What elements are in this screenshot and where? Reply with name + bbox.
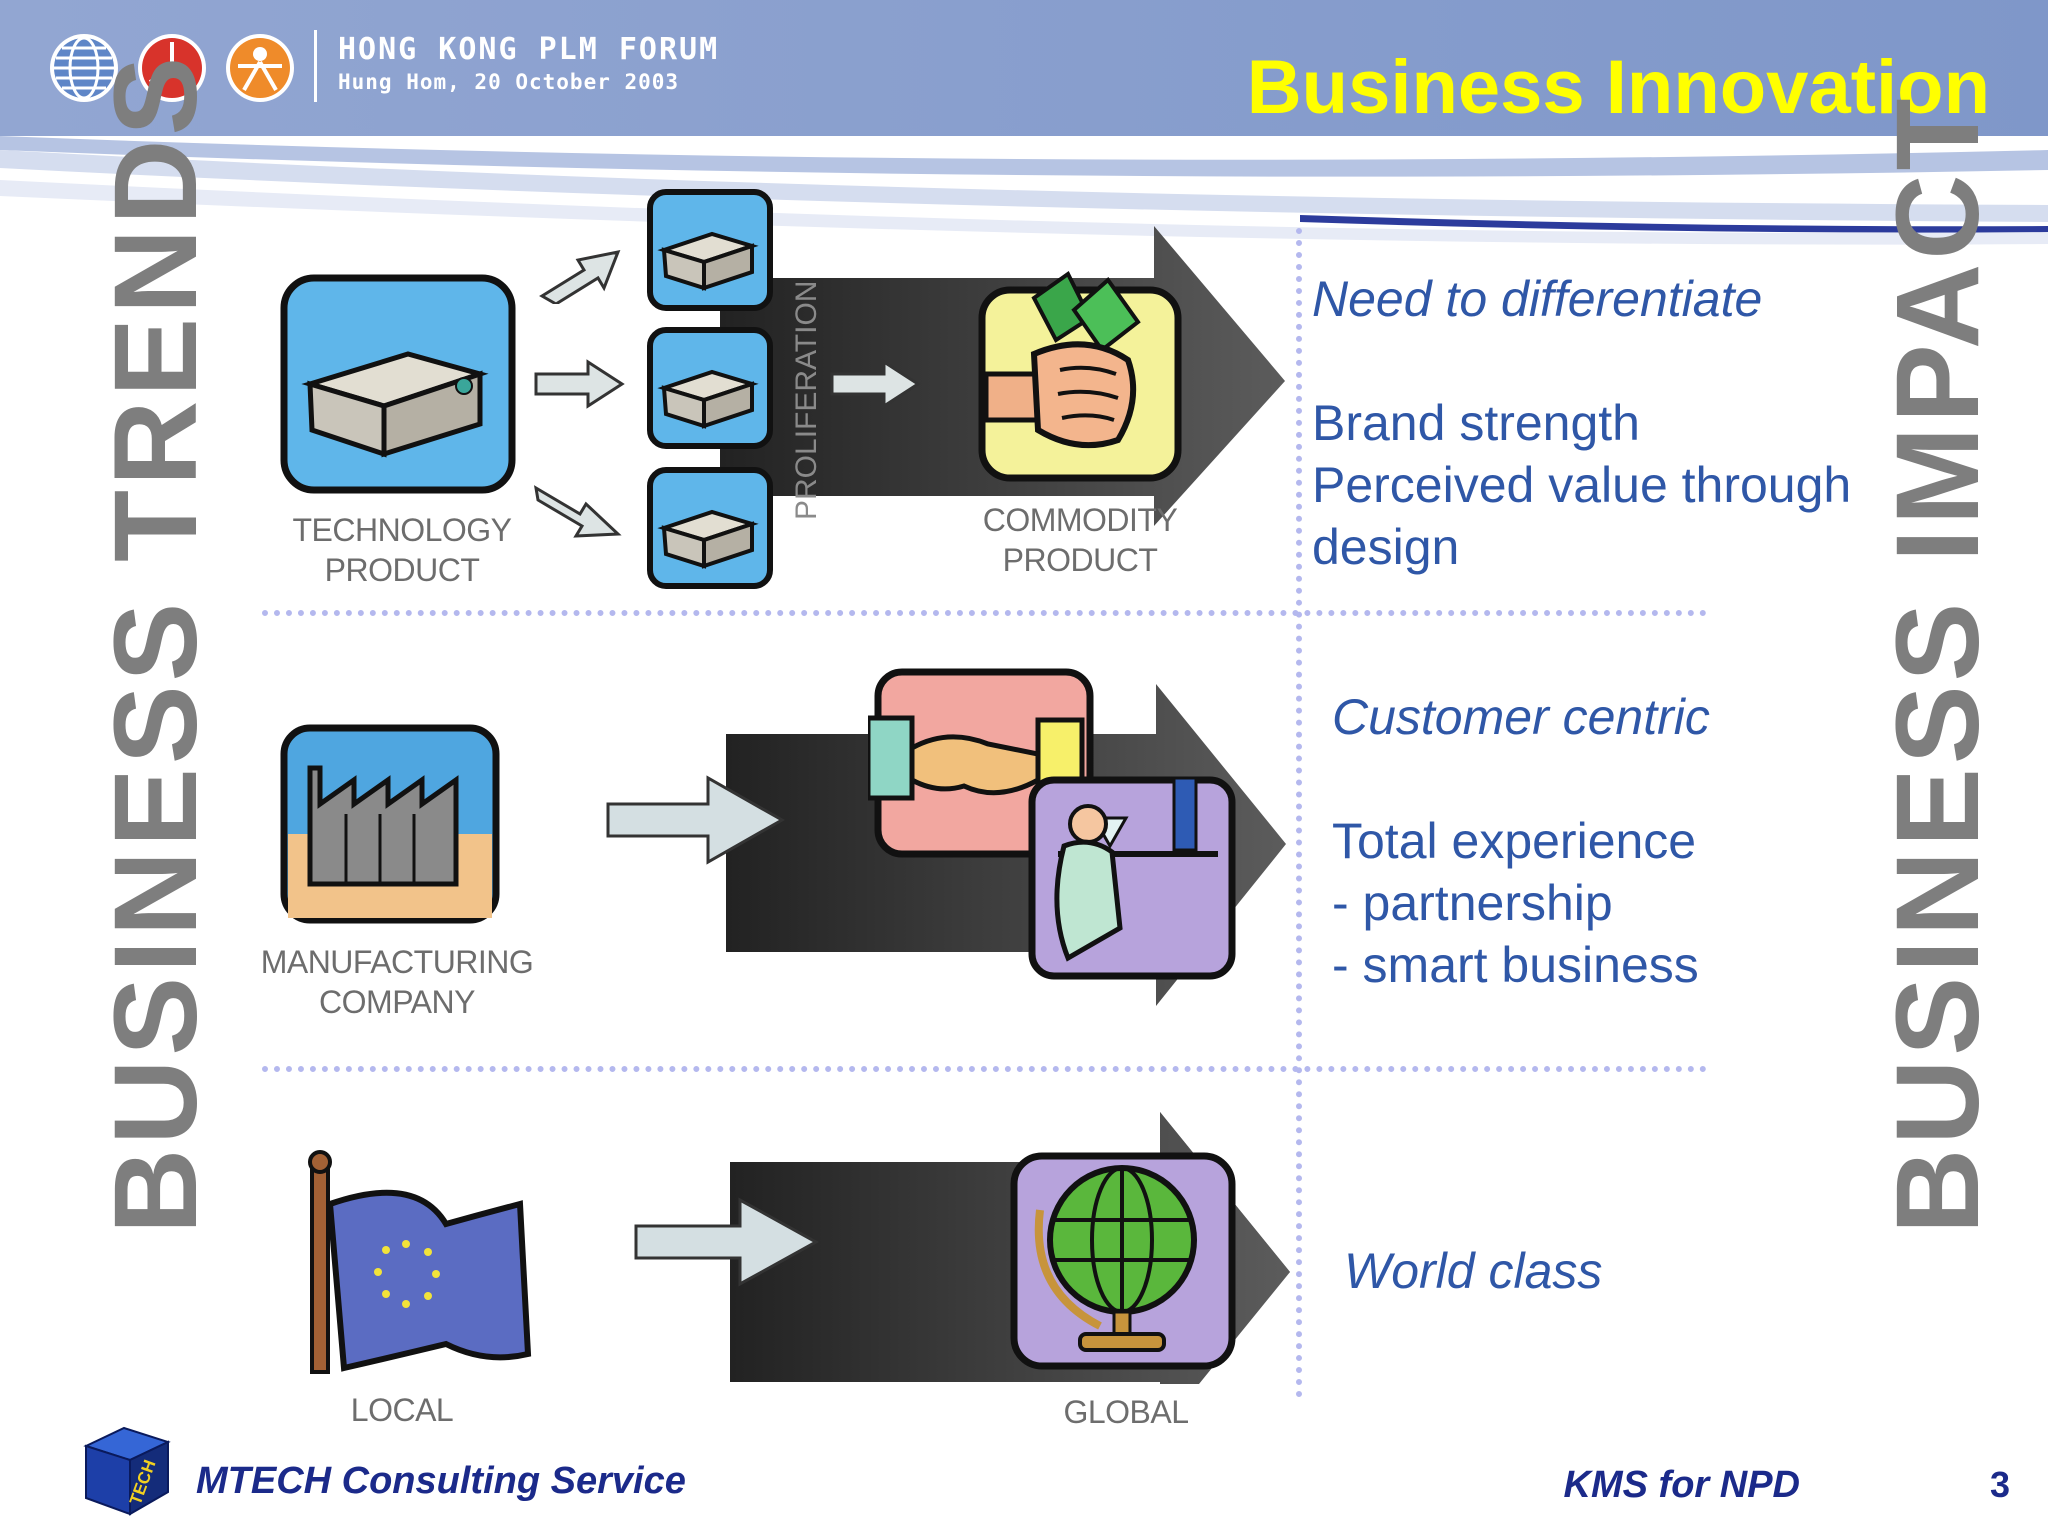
page-number: 3: [1989, 1464, 2010, 1505]
technology-product-label: TECHNOLOGY PRODUCT: [292, 512, 512, 588]
arrow-right-icon: [830, 359, 921, 409]
arrow-right-icon: [634, 1197, 820, 1287]
footer-company: MTECH Consulting Service: [196, 1460, 686, 1502]
box-icon-2: [647, 327, 773, 449]
mtech-logo-icon: TECH: [83, 1426, 171, 1516]
flag-icon: [308, 1150, 532, 1374]
manufacturing-company-label: MANUFACTURING COMPANY: [260, 944, 534, 1020]
impact-title-customer: Customer centric: [1332, 689, 1710, 745]
commodity-product-label: COMMODITY PRODUCT: [982, 502, 1178, 578]
molecule-logo-icon: [138, 34, 206, 102]
impact-title-differentiate: Need to differentiate: [1312, 271, 1763, 327]
globe-icon: [1010, 1152, 1236, 1370]
arrow-up-right-icon: [539, 249, 621, 304]
business-impact-label: BUSINESS IMPACT: [1872, 94, 2004, 1234]
arrow-right-icon: [534, 359, 625, 409]
box-icon-3: [647, 467, 773, 589]
forum-subtitle: Hung Hom, 20 October 2003: [338, 70, 680, 94]
header-divider: [314, 30, 317, 102]
arrow-down-right-icon: [533, 485, 622, 538]
figure-logo-icon: [226, 34, 294, 102]
local-label: LOCAL: [350, 1392, 454, 1428]
global-label: GLOBAL: [1063, 1394, 1189, 1430]
handshake-waiter-icon: [868, 668, 1236, 980]
column-divider: [1296, 228, 1302, 1398]
slide-title: Business Innovation: [1246, 45, 1990, 130]
impact-title-world-class: World class: [1344, 1243, 1603, 1299]
row-divider-2: [262, 1066, 1707, 1072]
technology-product-icon: [280, 274, 516, 494]
impact-lines-experience: Total experience - partnership - smart b…: [1332, 813, 1699, 993]
header-band: [0, 0, 2048, 245]
footer-topic: KMS for NPD: [1563, 1464, 1800, 1506]
money-fist-icon: [978, 271, 1182, 482]
proliferation-label: PROLIFERATION: [790, 280, 823, 520]
row-divider-1: [262, 610, 1707, 616]
arrow-right-icon: [606, 775, 786, 865]
factory-icon: [280, 724, 500, 924]
forum-title: HONG KONG PLM FORUM: [338, 32, 720, 67]
globe-logo-icon: [50, 34, 118, 102]
business-trends-label: BUSINESS TRENDS: [90, 52, 222, 1234]
impact-lines-brand: Brand strength Perceived value through d…: [1312, 395, 1852, 575]
box-icon-1: [647, 189, 773, 311]
